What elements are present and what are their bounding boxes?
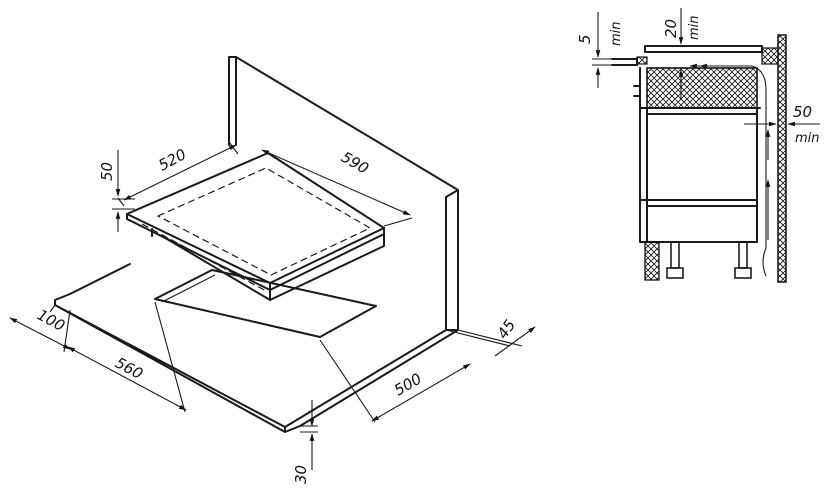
label-590: 590 [338, 148, 372, 178]
worktop [54, 263, 459, 433]
dim-5min [592, 12, 612, 88]
label-20: 20 [662, 19, 680, 38]
isometric-view: 520 590 50 100 560 500 45 30 [9, 56, 536, 484]
label-30: 30 [292, 465, 310, 484]
dim-50 [112, 150, 135, 232]
label-5-min: min [609, 21, 624, 46]
label-45: 45 [494, 316, 520, 342]
label-50: 50 [98, 162, 116, 181]
section-worktop-right [761, 47, 779, 65]
hob-under [151, 228, 271, 301]
wall [777, 34, 787, 283]
label-560: 560 [112, 354, 146, 383]
back-wall [228, 56, 459, 331]
dim-45 [445, 326, 536, 357]
airflow-path [699, 63, 767, 277]
label-50-min: min [795, 131, 820, 146]
dim-100 [9, 304, 71, 353]
foot-left [670, 241, 680, 269]
hob-thickness [126, 213, 385, 301]
label-500: 500 [391, 370, 425, 400]
section-view: 5 min 20 min 50 min [576, 8, 820, 283]
hob-insulated-block [646, 67, 758, 109]
label-20-min: min [687, 15, 702, 40]
section-worktop-left [636, 56, 648, 65]
cutout [154, 269, 377, 338]
dim-590 [261, 149, 413, 227]
label-5: 5 [576, 34, 594, 44]
label-50-section: 50 [793, 103, 812, 121]
hob-edge-dash [141, 223, 269, 293]
dim-560 [67, 301, 187, 413]
cutout-edge [161, 274, 216, 303]
foot-left-base [666, 267, 684, 279]
plinth [644, 241, 660, 281]
cabinet [639, 67, 761, 243]
dim-500 [319, 339, 471, 423]
foot-right [738, 241, 748, 269]
foot-right-base [734, 267, 752, 279]
dim-30 [300, 400, 318, 470]
